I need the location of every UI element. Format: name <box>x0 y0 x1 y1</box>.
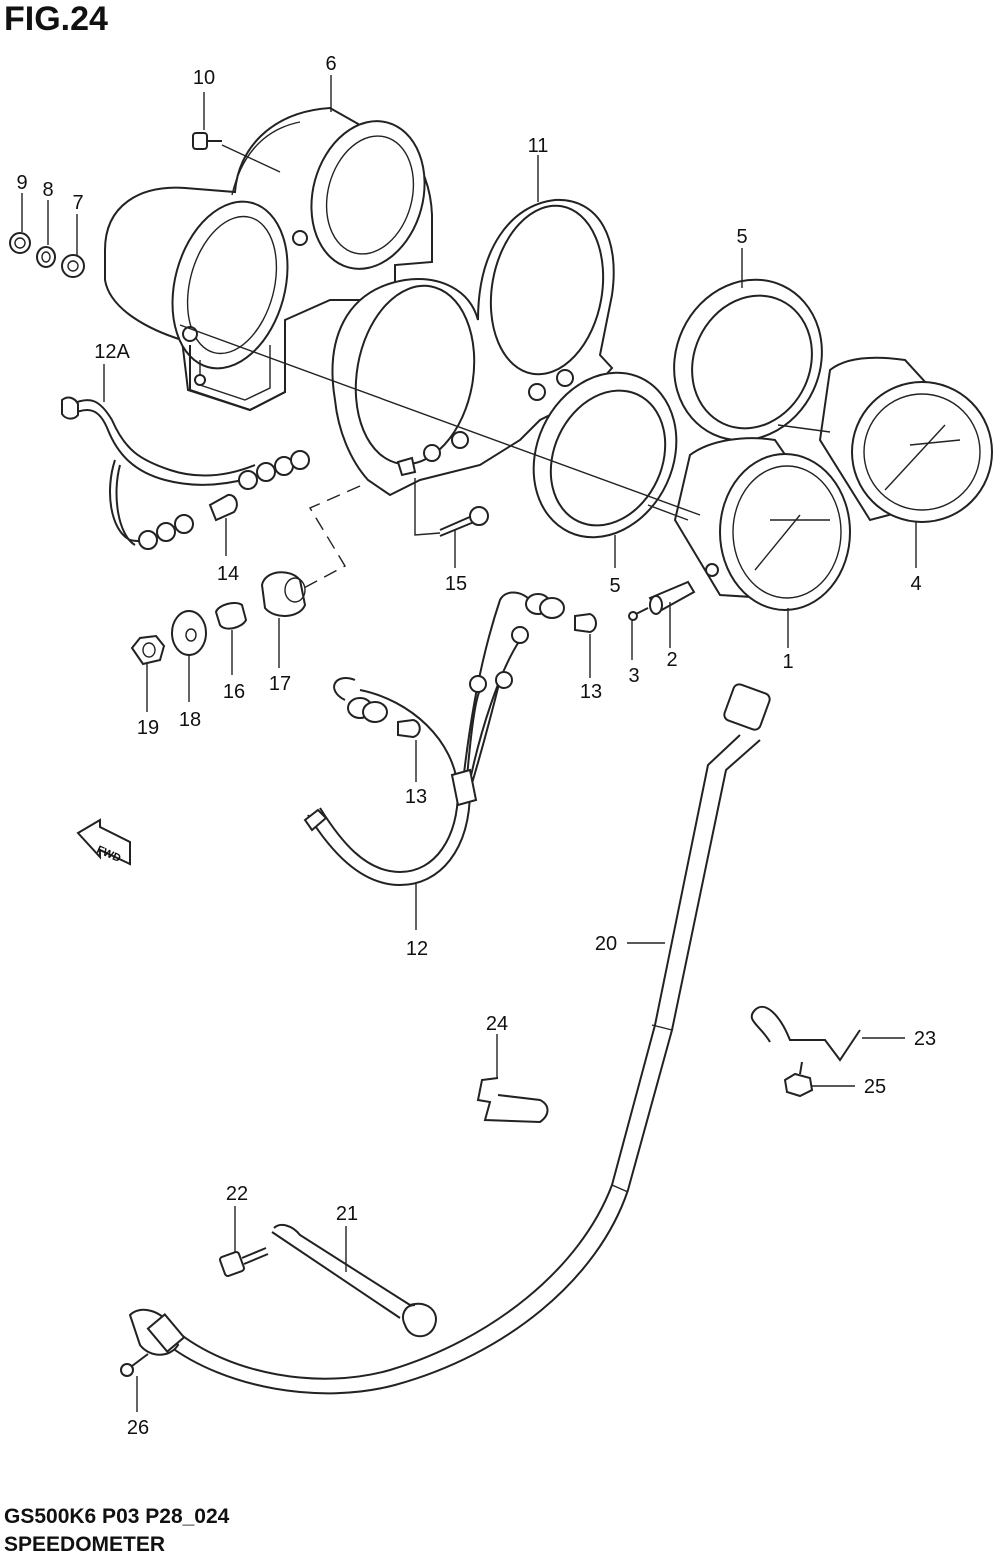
callout-25: 25 <box>864 1076 886 1098</box>
callout-5-upper: 5 <box>736 226 747 248</box>
callout-21: 21 <box>336 1203 358 1225</box>
leader-dashed <box>299 485 361 591</box>
part-12a-wiring-harness <box>61 396 310 550</box>
part-18-washer <box>171 610 207 656</box>
callout-15: 15 <box>445 573 467 595</box>
forward-direction-arrow: FWD <box>76 818 131 866</box>
part-26-screw <box>120 1353 149 1377</box>
callout-8: 8 <box>42 179 53 201</box>
part-2-bulb-socket <box>648 580 696 615</box>
part-19-nut <box>130 634 166 666</box>
part-8-washer <box>36 246 56 268</box>
callout-24: 24 <box>486 1013 508 1035</box>
part-11-meter-panel <box>331 198 615 497</box>
callout-3: 3 <box>628 665 639 687</box>
callout-14: 14 <box>217 563 239 585</box>
callout-7: 7 <box>72 192 83 214</box>
part-24-clip <box>476 1077 549 1124</box>
part-4-tachometer <box>777 356 993 523</box>
callout-4: 4 <box>910 573 921 595</box>
callout-6: 6 <box>325 53 336 75</box>
figure-title: FIG.24 <box>4 0 108 38</box>
callout-5-lower: 5 <box>609 575 620 597</box>
callout-labels: 1 2 3 4 5 5 6 7 8 9 10 11 12 12A 13 13 1… <box>16 53 936 1439</box>
figure-code: GS500K6 P03 P28_024 <box>4 1505 230 1528</box>
part-10-bolt <box>192 132 281 173</box>
callout-22: 22 <box>226 1183 248 1205</box>
callout-12a: 12A <box>94 341 130 363</box>
part-22-bolt <box>219 1247 269 1277</box>
callout-23: 23 <box>914 1028 936 1050</box>
callout-2: 2 <box>666 649 677 671</box>
callout-16: 16 <box>223 681 245 703</box>
callout-10: 10 <box>193 67 215 89</box>
part-7-grommet <box>61 254 85 278</box>
figure-name: SPEEDOMETER <box>4 1533 166 1556</box>
callout-17: 17 <box>269 673 291 695</box>
part-25-bolt <box>783 1061 814 1098</box>
callout-20: 20 <box>595 933 617 955</box>
callout-13-left: 13 <box>405 786 427 808</box>
part-6-meter-case <box>104 106 433 412</box>
callout-13-right: 13 <box>580 681 602 703</box>
part-14-bulb <box>208 493 238 522</box>
part-3-screw <box>628 607 649 621</box>
part-17-grommet <box>260 571 307 617</box>
callout-9: 9 <box>16 172 27 194</box>
part-21-cable-clamp <box>271 1223 437 1338</box>
part-15-screw <box>414 478 489 537</box>
callout-11: 11 <box>528 135 549 157</box>
callout-26: 26 <box>127 1417 149 1439</box>
callout-18: 18 <box>179 709 201 731</box>
leader-lines <box>21 75 917 1412</box>
assembly-axis-line <box>179 324 701 516</box>
part-23-wire-clip <box>750 1005 861 1062</box>
part-16-spacer <box>214 602 248 630</box>
part-1-speedometer <box>647 437 851 611</box>
part-9-nut <box>9 232 31 254</box>
part-20-speedometer-cable <box>128 683 771 1395</box>
callout-12: 12 <box>406 938 428 960</box>
part-12-wiring-harness <box>303 591 597 887</box>
callout-1: 1 <box>782 651 793 673</box>
part-5-ring-upper <box>673 278 823 442</box>
callout-19: 19 <box>137 717 159 739</box>
